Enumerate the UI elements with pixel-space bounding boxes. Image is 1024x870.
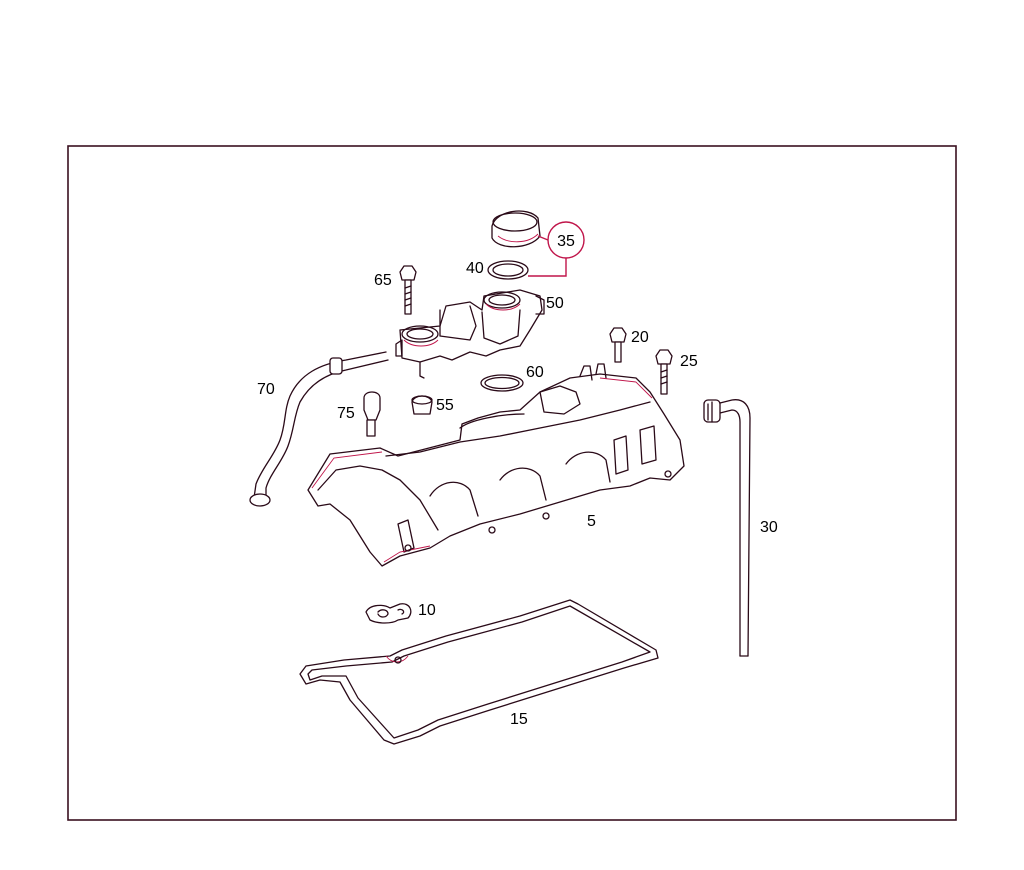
o-ring-60[interactable] [480, 374, 524, 392]
oil-filler-cap[interactable] [491, 210, 541, 248]
plug-55[interactable] [411, 395, 433, 415]
hose-70[interactable] [249, 351, 389, 507]
leader-35-down [528, 258, 567, 277]
diagram-frame [67, 145, 957, 821]
oil-separator-50[interactable] [395, 289, 545, 379]
sensor-75[interactable] [363, 391, 381, 437]
callout-5: 5 [587, 513, 596, 530]
clip-10[interactable] [365, 603, 412, 624]
callout-55: 55 [436, 397, 454, 414]
cylinder-head-cover-5[interactable] [307, 363, 685, 567]
callout-50: 50 [546, 295, 564, 312]
callout-70: 70 [257, 381, 275, 398]
bolt-25[interactable] [655, 349, 673, 395]
gasket-15[interactable] [299, 599, 659, 745]
callout-40: 40 [466, 260, 484, 277]
seal-ring-40[interactable] [487, 260, 529, 280]
bolt-20[interactable] [609, 327, 627, 363]
callout-35: 35 [557, 233, 575, 250]
callout-60: 60 [526, 364, 544, 381]
callout-65: 65 [374, 272, 392, 289]
bolt-65[interactable] [399, 265, 417, 315]
callout-circle-35 [547, 221, 585, 259]
callout-25: 25 [680, 353, 698, 370]
callout-75: 75 [337, 405, 355, 422]
vent-tube-30[interactable] [703, 399, 751, 657]
leader-35 [537, 235, 549, 241]
callout-30: 30 [760, 519, 778, 536]
callout-10: 10 [418, 602, 436, 619]
callout-20: 20 [631, 329, 649, 346]
callout-15: 15 [510, 711, 528, 728]
